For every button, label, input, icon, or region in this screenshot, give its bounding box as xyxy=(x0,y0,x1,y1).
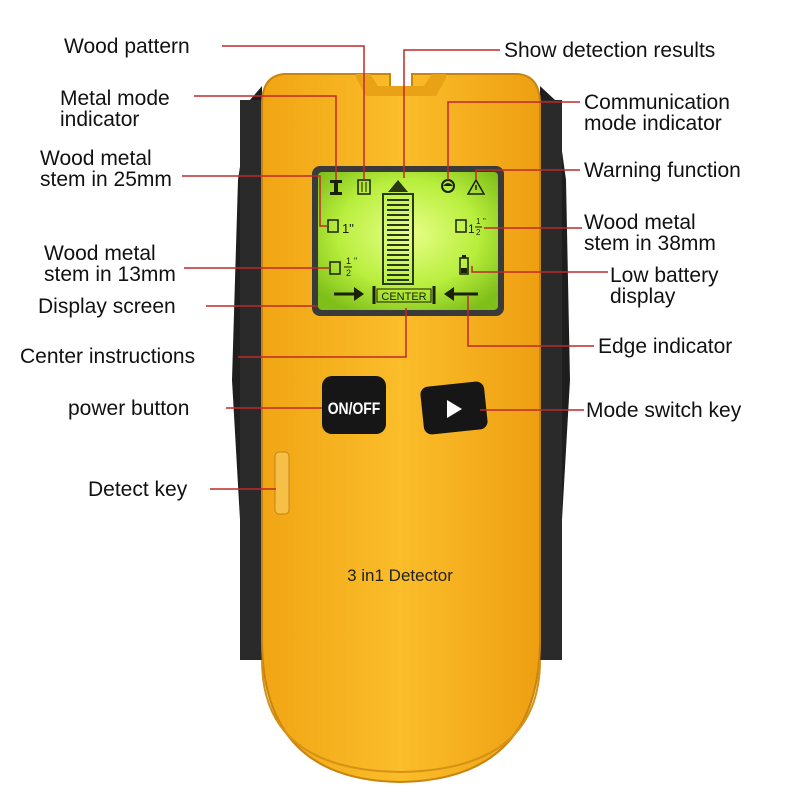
label-power-button: power button xyxy=(68,397,190,420)
bottom-bumper-line xyxy=(261,659,541,774)
top-notch xyxy=(356,74,446,96)
label-show-detection-results: Show detection results xyxy=(504,39,716,62)
one-half-whole: 1 xyxy=(468,222,475,236)
detection-triangle-icon xyxy=(388,180,408,192)
label-wood25-line1: Wood metal xyxy=(40,147,152,170)
brand-text: 3 in1 Detector xyxy=(347,566,453,585)
label-wood38-line2: stem in 38mm xyxy=(584,232,716,255)
left-rubber-edge xyxy=(240,100,262,660)
callout-lines xyxy=(182,45,608,490)
mode-switch-button[interactable] xyxy=(420,381,489,435)
label-detect-key: Detect key xyxy=(88,478,188,501)
label-metal-mode-line2: indicator xyxy=(60,108,140,131)
label-wood25-line2: stem in 25mm xyxy=(40,168,172,191)
low-battery-icon xyxy=(459,255,469,275)
label-comm-mode-line2: mode indicator xyxy=(584,112,722,135)
one-inch-mark: 1" xyxy=(342,221,354,236)
power-button-label: ON/OFF xyxy=(328,400,381,419)
wood-38mm-icon: 1 1 2 " xyxy=(455,217,486,237)
one-half-denominator: 2 xyxy=(476,228,481,237)
center-indicator: CENTER xyxy=(372,286,436,304)
label-display-screen: Display screen xyxy=(38,295,176,318)
warning-icon xyxy=(466,178,486,195)
power-button[interactable]: ON/OFF xyxy=(322,376,386,434)
half-inch-mark: " xyxy=(354,256,357,266)
one-half-numerator: 1 xyxy=(476,217,481,226)
label-warning-function: Warning function xyxy=(584,159,741,182)
right-rubber-edge xyxy=(540,100,562,660)
label-low-battery-line2: display xyxy=(610,285,676,308)
label-wood13-line1: Wood metal xyxy=(44,242,156,265)
detection-bar-graph xyxy=(382,180,414,285)
half-denominator: 2 xyxy=(346,268,351,278)
half-numerator: 1 xyxy=(346,256,351,266)
center-label: CENTER xyxy=(381,291,426,303)
label-center-instructions: Center instructions xyxy=(20,345,196,368)
right-edge-arrow-icon xyxy=(444,287,478,301)
label-low-battery-line1: Low battery xyxy=(610,264,719,287)
detect-key[interactable] xyxy=(274,451,290,515)
label-edge-indicator: Edge indicator xyxy=(598,335,733,358)
left-edge-arrow-icon xyxy=(334,287,364,301)
label-wood13-line2: stem in 13mm xyxy=(44,263,176,286)
one-half-inch-mark: " xyxy=(483,217,486,226)
label-wood38-line1: Wood metal xyxy=(584,211,696,234)
label-wood-pattern: Wood pattern xyxy=(64,35,190,58)
label-mode-switch-key: Mode switch key xyxy=(586,399,742,422)
label-comm-mode-line1: Communication xyxy=(584,91,730,114)
metal-mode-icon xyxy=(330,180,342,195)
label-metal-mode-line1: Metal mode xyxy=(60,87,170,110)
play-arrow-icon xyxy=(447,400,462,418)
